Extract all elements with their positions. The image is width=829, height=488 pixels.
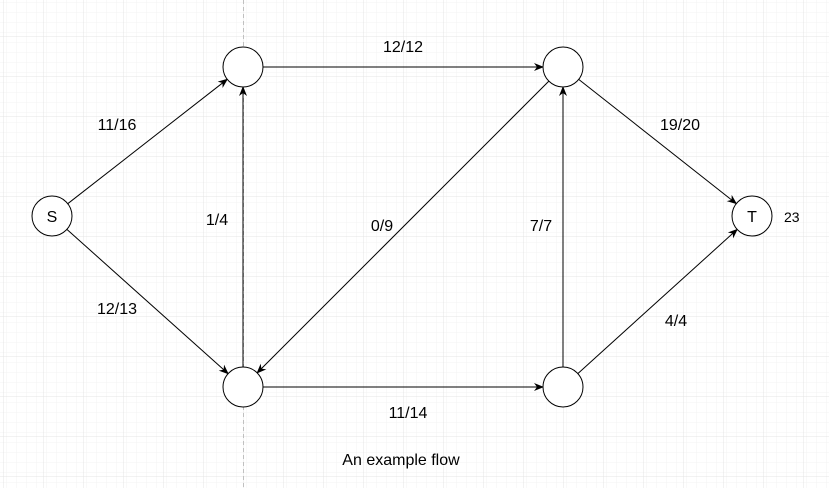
edge-B-C[interactable] xyxy=(256,80,550,374)
edge-label: 4/4 xyxy=(665,313,687,330)
node-A[interactable] xyxy=(222,46,264,88)
edge-S-C[interactable] xyxy=(66,228,229,375)
edge-label: 12/12 xyxy=(383,39,423,56)
node-label: T xyxy=(747,209,757,226)
node-D[interactable] xyxy=(542,366,584,408)
node-B[interactable] xyxy=(542,46,584,88)
node-C[interactable] xyxy=(222,366,264,408)
node-T[interactable] xyxy=(731,195,773,237)
edge-label: 12/13 xyxy=(97,301,137,318)
edge-label: 0/9 xyxy=(371,218,393,235)
edge-D-T[interactable] xyxy=(577,228,738,374)
edge-B-T[interactable] xyxy=(578,78,738,205)
edge-label: 11/16 xyxy=(98,117,137,134)
caption: An example flow xyxy=(342,452,460,469)
edge-label: 11/14 xyxy=(389,405,428,422)
edge-label: 19/20 xyxy=(660,117,700,134)
node-label: S xyxy=(47,209,58,226)
node-S[interactable] xyxy=(31,195,73,237)
edge-label: 7/7 xyxy=(530,218,552,235)
sink-total: 23 xyxy=(784,209,800,225)
edge-label: 1/4 xyxy=(206,212,228,229)
edge-S-A[interactable] xyxy=(67,78,229,205)
